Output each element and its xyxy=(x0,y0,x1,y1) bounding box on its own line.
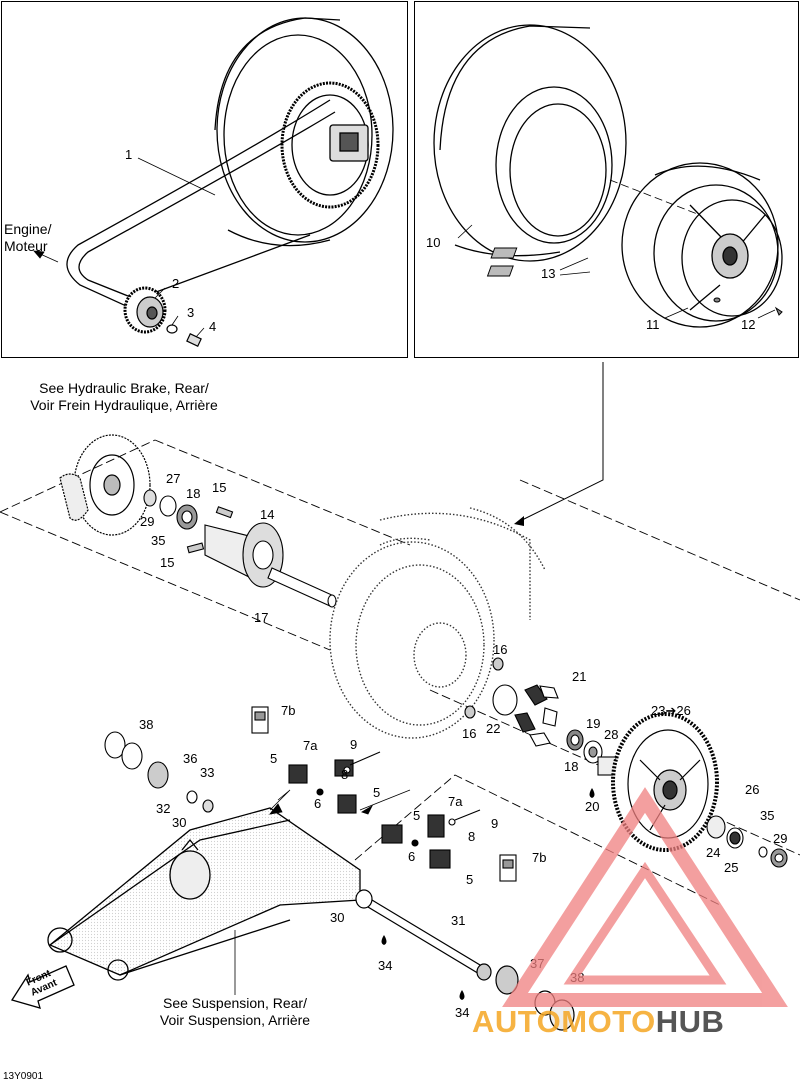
suspension-note-line2: Voir Suspension, Arrière xyxy=(159,1012,311,1028)
wheel-hub xyxy=(186,506,284,588)
callout-15a: 15 xyxy=(212,480,227,495)
callout-29b: 29 xyxy=(773,831,788,846)
callout-17: 17 xyxy=(254,610,269,625)
callout-9b: 9 xyxy=(491,816,499,831)
callout-18a: 18 xyxy=(186,486,201,501)
callout-1: 1 xyxy=(125,147,133,162)
callout-30a: 30 xyxy=(172,815,187,830)
sprocket xyxy=(611,712,719,852)
callout-35b: 35 xyxy=(760,808,775,823)
callout-34a: 34 xyxy=(378,958,393,973)
callout-18b: 18 xyxy=(564,759,579,774)
suspension-note: See Suspension, Rear/ Voir Suspension, A… xyxy=(140,995,330,1029)
tire xyxy=(433,24,627,262)
callout-12: 12 xyxy=(741,317,756,332)
callout-31: 31 xyxy=(451,913,466,928)
callout-37: 37 xyxy=(530,956,545,971)
drive-belt xyxy=(66,99,336,311)
drive-pulley xyxy=(123,286,202,347)
callout-3: 3 xyxy=(187,305,195,320)
callout-7b-a: 7b xyxy=(281,703,296,718)
callout-19: 19 xyxy=(586,716,601,731)
callout-14: 14 xyxy=(260,507,275,522)
suspension-note-line1: See Suspension, Rear/ xyxy=(163,995,307,1011)
callout-32: 32 xyxy=(156,801,171,816)
callout-4: 4 xyxy=(209,319,217,334)
front-arrow xyxy=(10,965,75,1009)
brake-note: See Hydraulic Brake, Rear/ Voir Frein Hy… xyxy=(8,380,240,414)
callout-27: 27 xyxy=(166,471,181,486)
callout-6a: 6 xyxy=(314,796,322,811)
callout-13: 13 xyxy=(541,266,556,281)
rear-tire-with-sprocket xyxy=(214,17,394,247)
callout-25: 25 xyxy=(724,860,739,875)
wheel-small-parts xyxy=(486,247,783,316)
callout-10: 10 xyxy=(426,235,441,250)
callout-8a: 8 xyxy=(341,767,349,782)
callout-38a: 38 xyxy=(139,717,154,732)
lower-connectors xyxy=(234,789,411,995)
leader-lines xyxy=(33,157,216,338)
bearing-stack-right xyxy=(566,729,617,776)
swing-arm xyxy=(47,807,361,981)
callout-16b: 16 xyxy=(462,726,477,741)
brake-note-line1: See Hydraulic Brake, Rear/ xyxy=(39,380,209,396)
callout-9a: 9 xyxy=(350,737,358,752)
callout-38b: 38 xyxy=(570,970,585,985)
engine-note-line1: Engine/ xyxy=(4,221,52,237)
watermark-text-part2: HUB xyxy=(655,1004,725,1039)
chain-adjusters xyxy=(251,706,381,814)
callout-36: 36 xyxy=(183,751,198,766)
callout-2: 2 xyxy=(172,276,180,291)
callout-35a: 35 xyxy=(151,533,166,548)
figure-code: 13Y0901 xyxy=(3,1071,44,1082)
engine-belt-panel xyxy=(1,1,408,358)
watermark-text: AUTOMOTOHUB xyxy=(472,1004,724,1040)
callout-34b: 34 xyxy=(455,1005,470,1020)
callout-20: 20 xyxy=(585,799,600,814)
callout-7b-b: 7b xyxy=(532,850,547,865)
callout-28: 28 xyxy=(604,727,619,742)
callout-8b: 8 xyxy=(468,829,476,844)
callout-7a-b: 7a xyxy=(448,794,463,809)
callout-15b: 15 xyxy=(160,555,175,570)
brake-disc xyxy=(59,434,151,536)
spacer-tube xyxy=(267,567,337,608)
eccentric-adjusters xyxy=(104,731,214,813)
wheel-leaders xyxy=(457,179,776,319)
ghost-wheel xyxy=(329,507,546,739)
bearing-stack-left xyxy=(143,489,198,530)
callout-29a: 29 xyxy=(140,514,155,529)
callout-33: 33 xyxy=(200,765,215,780)
wheel-panel xyxy=(414,1,799,358)
callout-11: 11 xyxy=(646,317,660,332)
callout-23-26: 23➔26 xyxy=(651,703,691,718)
callout-5a: 5 xyxy=(270,751,278,766)
callout-24: 24 xyxy=(706,845,721,860)
engine-note-line2: Moteur xyxy=(4,238,48,254)
callout-6b: 6 xyxy=(408,849,416,864)
callout-30b: 30 xyxy=(330,910,345,925)
rim xyxy=(621,162,783,328)
brake-note-line2: Voir Frein Hydraulique, Arrière xyxy=(30,397,218,413)
engine-note: Engine/ Moteur xyxy=(4,221,51,255)
callout-22: 22 xyxy=(486,721,501,736)
cush-drive xyxy=(464,657,559,747)
watermark-text-part1: AUTOMOTO xyxy=(472,1004,656,1039)
callout-7a-a: 7a xyxy=(303,738,318,753)
callout-26: 26 xyxy=(745,782,760,797)
callout-5b: 5 xyxy=(373,785,381,800)
callout-5d: 5 xyxy=(466,872,474,887)
callout-16a: 16 xyxy=(493,642,508,657)
callout-21: 21 xyxy=(572,669,587,684)
callout-5c: 5 xyxy=(413,808,421,823)
